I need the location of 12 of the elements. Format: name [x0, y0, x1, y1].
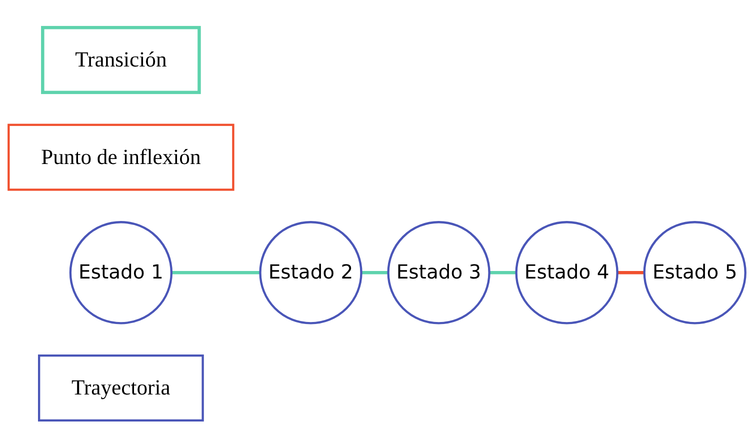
node-box: Trayectoria	[38, 354, 204, 422]
node-circle: Estado 3	[387, 221, 490, 324]
node-circle: Estado 2	[259, 221, 362, 324]
node-circle: Estado 5	[643, 221, 746, 324]
connector	[171, 271, 260, 274]
node-circle: Estado 4	[515, 221, 618, 324]
node-box: Transición	[41, 26, 201, 94]
connector	[361, 271, 388, 274]
node-circle: Estado 1	[69, 221, 173, 324]
node-box: Punto de inflexión	[8, 124, 234, 191]
connector	[489, 271, 516, 274]
connector	[617, 271, 644, 274]
